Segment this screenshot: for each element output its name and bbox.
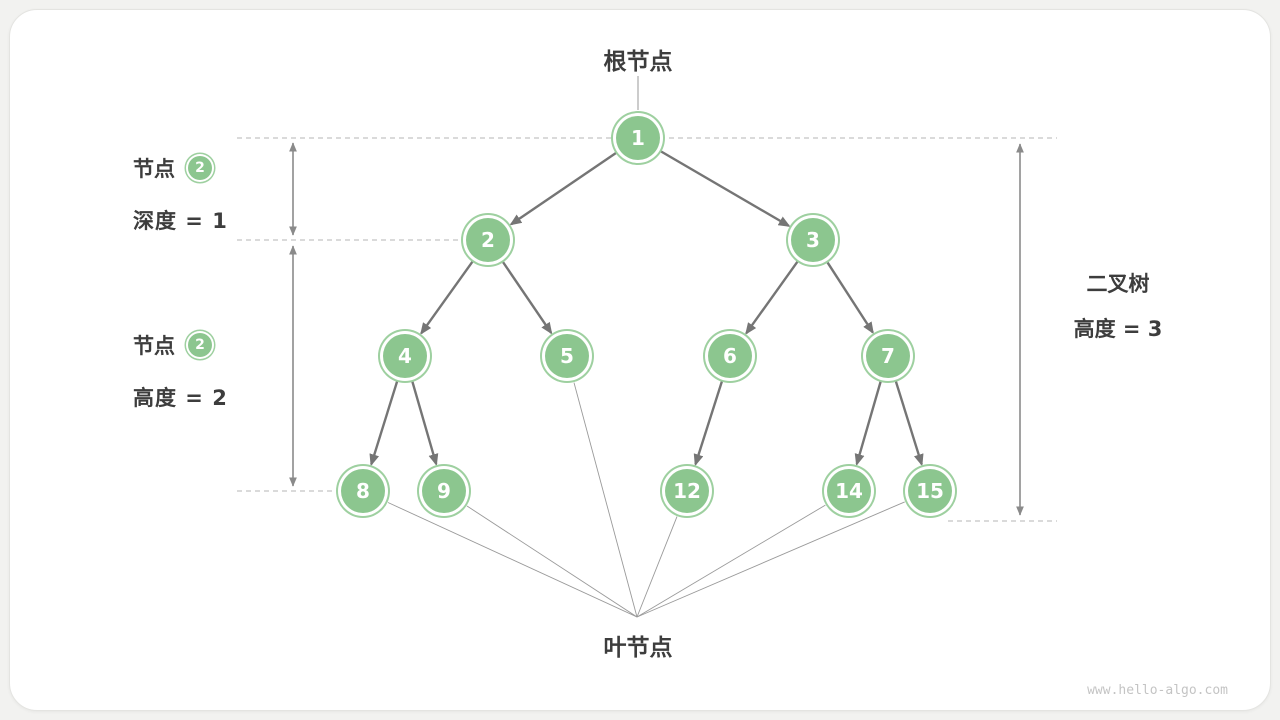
tree-node-value: 3 <box>806 228 820 252</box>
tree-height-annotation: 二叉树 高度 = 3 <box>1058 262 1178 352</box>
height-annotation-node-badge: 2 <box>188 333 212 357</box>
tree-height-annotation-line1: 二叉树 <box>1086 272 1150 296</box>
tree-node-value: 6 <box>723 344 737 368</box>
leaf-pointer-line-9 <box>466 505 638 618</box>
tree-node-15: 15 <box>908 469 952 513</box>
tree-node-8: 8 <box>341 469 385 513</box>
edge-1-2 <box>509 151 618 226</box>
badge-value: 2 <box>195 160 205 176</box>
root-node-label: 根节点 <box>603 49 673 75</box>
edge-4-9 <box>411 380 439 467</box>
edge-3-7 <box>826 261 874 335</box>
height-annotation-prefix: 节点 <box>133 334 175 358</box>
tree-node-2: 2 <box>466 218 510 262</box>
edge-4-8 <box>369 380 399 467</box>
tree-node-value: 4 <box>398 344 412 368</box>
tree-node-12: 12 <box>665 469 709 513</box>
edge-6-12 <box>693 380 724 467</box>
tree-node-14: 14 <box>827 469 871 513</box>
leaf-pointer-line-8 <box>387 502 638 618</box>
tree-node-value: 2 <box>481 228 495 252</box>
leaf-pointer-line-14 <box>636 504 826 618</box>
tree-node-value: 5 <box>560 344 574 368</box>
height-annotation-text: 高度 = 2 <box>133 386 228 410</box>
tree-node-1: 1 <box>616 116 660 160</box>
tree-node-value: 9 <box>437 479 451 503</box>
tree-node-3: 3 <box>791 218 835 262</box>
height-annotation-row: 节点 2 <box>133 328 212 362</box>
tree-node-5: 5 <box>545 334 589 378</box>
edge-2-5 <box>501 260 553 335</box>
edge-7-14 <box>854 380 882 467</box>
tree-node-7: 7 <box>866 334 910 378</box>
edge-3-6 <box>745 260 799 335</box>
tree-node-9: 9 <box>422 469 466 513</box>
depth-annotation-prefix: 节点 <box>133 157 175 181</box>
tree-node-value: 12 <box>673 479 701 503</box>
watermark-text: www.hello-algo.com <box>1087 683 1228 698</box>
leaf-pointer-line-12 <box>636 516 678 618</box>
depth-annotation-text: 深度 = 1 <box>133 209 228 233</box>
leaf-pointer-line-15 <box>636 501 905 618</box>
tree-node-value: 15 <box>916 479 944 503</box>
leaf-node-label: 叶节点 <box>603 635 673 661</box>
tree-node-4: 4 <box>383 334 427 378</box>
badge-value: 2 <box>195 337 205 353</box>
tree-node-value: 7 <box>881 344 895 368</box>
depth-annotation-row: 节点 2 <box>133 151 212 185</box>
tree-height-annotation-line2: 高度 = 3 <box>1073 317 1163 341</box>
tree-node-6: 6 <box>708 334 752 378</box>
tree-node-value: 14 <box>835 479 863 503</box>
depth-annotation-node-badge: 2 <box>188 156 212 180</box>
leaf-pointer-line-5 <box>573 382 638 618</box>
tree-node-value: 1 <box>631 126 645 150</box>
edge-1-3 <box>659 150 791 227</box>
edge-7-15 <box>894 380 924 467</box>
tree-node-value: 8 <box>356 479 370 503</box>
edge-2-4 <box>420 260 474 335</box>
